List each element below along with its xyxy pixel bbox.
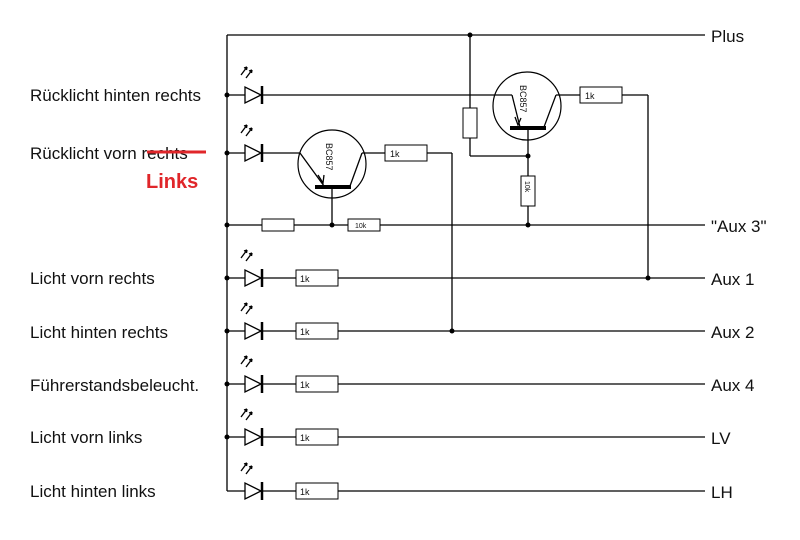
row-7-resistor-value: 1k [300, 487, 310, 497]
row-3-resistor-value: 1k [300, 274, 310, 284]
output-label-lv: LV [711, 429, 731, 448]
output-label-aux1: Aux 1 [711, 270, 754, 289]
row-label-5: Führerstandsbeleucht. [30, 376, 199, 395]
t2-collector-resistor-value: 1k [585, 91, 595, 101]
output-label-lh: LH [711, 483, 733, 502]
t1-emitter-arrow [317, 174, 325, 185]
row-label-6: Licht vorn links [30, 428, 142, 447]
t1-collector-resistor-value: 1k [390, 149, 400, 159]
row-label-4: Licht hinten rechts [30, 323, 168, 342]
row-label-3: Licht vorn rechts [30, 269, 155, 288]
row-label-7: Licht hinten links [30, 482, 156, 501]
led-1 [227, 66, 264, 105]
t2-label: BC857 [518, 85, 528, 113]
led-2 [227, 124, 264, 163]
output-label-aux3: "Aux 3" [711, 217, 767, 236]
led-6 [227, 408, 264, 447]
output-label-aux4: Aux 4 [711, 376, 754, 395]
row-6-resistor-value: 1k [300, 433, 310, 443]
output-label-plus: Plus [711, 27, 744, 46]
led-7 [227, 462, 264, 501]
transistor-t2 [492, 71, 562, 141]
t2-emitter-arrow [514, 116, 522, 127]
row-label-2-text: Rücklicht vorn [30, 144, 141, 163]
correction-label: Links [146, 171, 198, 193]
t1-bias-resistor-top [261, 218, 295, 232]
led-4 [227, 302, 264, 341]
t1-bias-resistor-value: 10k [355, 223, 367, 230]
row-4-resistor-value: 1k [300, 327, 310, 337]
t1-label: BC857 [324, 143, 334, 171]
t2-bias-resistor-top [462, 107, 478, 139]
output-label-aux2: Aux 2 [711, 323, 754, 342]
row-label-1: Rücklicht hinten rechts [30, 86, 201, 105]
row-5-resistor-value: 1k [300, 380, 310, 390]
led-5 [227, 355, 264, 394]
led-3 [227, 249, 264, 288]
junction-dot [329, 222, 335, 228]
t2-bias-resistor-value: 10k [523, 181, 530, 193]
